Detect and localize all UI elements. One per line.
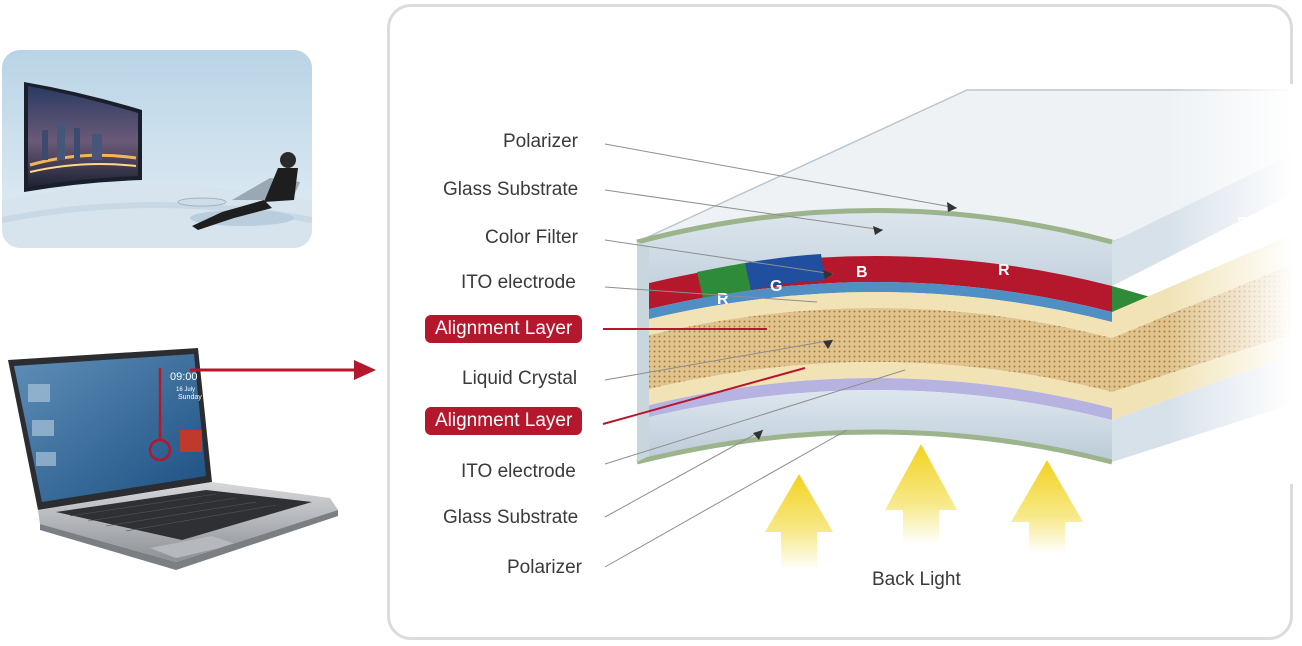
label-polarizer-top: Polarizer [503,131,578,152]
backlight-arrow-icon [765,474,833,570]
laptop-time: 09:00 [170,371,198,383]
label-alignment-layer-bottom: Alignment Layer [425,407,583,435]
backlight-arrow-icon [885,444,957,544]
filter-letter-r: R [1237,215,1249,232]
label-color-filter: Color Filter [485,227,578,248]
laptop-date: 16 July [176,387,195,393]
filter-letter-g: G [770,278,782,295]
filter-letter-r: R [998,262,1010,279]
lcd-layer-diagram: R G B R G B R [387,4,1294,640]
laptop-day: Sunday [178,394,202,401]
filter-letter-g: G [1134,272,1146,289]
label-liquid-crystal: Liquid Crystal [462,368,578,389]
filter-letter-b: B [1183,248,1195,265]
filter-letter-r: R [717,291,729,308]
label-ito-electrode-bottom: ITO electrode [461,461,576,482]
filter-letter-b: B [856,264,868,281]
layer-stack [636,84,1293,484]
label-glass-substrate-bottom: Glass Substrate [443,507,579,528]
curved-tv-photo [2,50,312,248]
label-polarizer-bottom: Polarizer [507,557,582,578]
label-glass-substrate-top: Glass Substrate [443,179,579,200]
laptop-illustration: 09:00 16 July Sunday [0,340,340,590]
label-ito-electrode-top: ITO electrode [461,272,576,293]
backlight-arrow-icon [1011,460,1083,554]
label-back-light: Back Light [872,569,961,590]
pointer-arrow-icon [190,358,380,382]
label-alignment-layer-top: Alignment Layer [425,315,583,343]
